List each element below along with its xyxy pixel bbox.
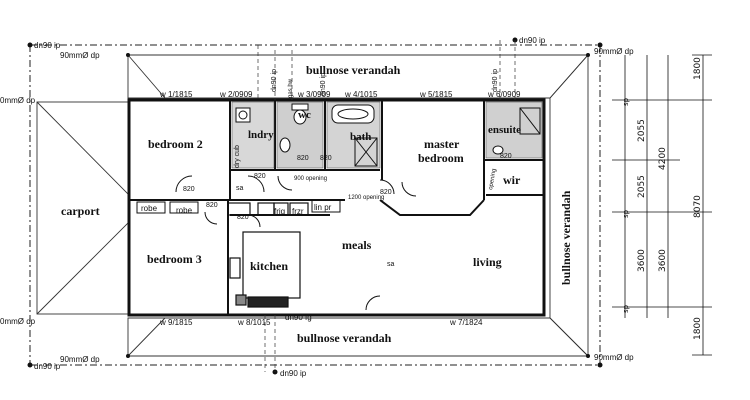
label-dp-tr: 90mmØ dp — [594, 47, 634, 56]
laundry-tub — [235, 107, 251, 123]
window-w6: w 6/0909 — [487, 90, 521, 99]
shower-recess — [354, 107, 541, 167]
label-dn-fg: dn90 fg — [285, 313, 312, 322]
label-dn-v3: dn90 ip — [320, 73, 327, 96]
label-sa-1: sa — [236, 185, 244, 192]
room-kitchen: kitchen — [250, 259, 288, 273]
door-width-6: 820 — [380, 189, 392, 196]
dim-sp-1: sp — [622, 97, 630, 106]
dim-sp-3: sp — [622, 304, 630, 313]
room-master-bedroom: bedroom — [418, 151, 464, 165]
label-lin-pr: lin pr — [314, 203, 332, 212]
label-opening-900: 900 opening — [294, 176, 327, 182]
dim-sp-2: sp — [622, 209, 630, 218]
label-dn-tl: dn90 ip — [34, 41, 61, 50]
dim-3600-a: 3600 — [637, 249, 647, 272]
label-dp-bl: 90mmØ dp — [60, 355, 100, 364]
dim-3600-b: 3600 — [658, 249, 668, 272]
room-bedroom-2: bedroom 2 — [148, 137, 203, 151]
door-width-1: 820 — [183, 186, 195, 193]
dim-4200: 4200 — [658, 147, 668, 170]
label-dn-v1: dn90 ip — [271, 69, 278, 92]
dim-bottom: 1800 — [693, 317, 703, 340]
door-width-5: 820 — [320, 155, 332, 162]
label-dp-ml2: 0mmØ dp — [0, 317, 36, 326]
downpipe-markers — [27, 37, 603, 375]
label-opening-ens: opening — [488, 168, 498, 190]
door-swings — [175, 175, 417, 311]
window-guides — [257, 40, 516, 372]
label-frig: frig — [274, 207, 285, 216]
room-ensuite: ensuite — [488, 124, 521, 136]
label-dn-tr: dn90 ip — [519, 36, 546, 45]
label-sa-2: sa — [387, 261, 395, 268]
robe-cupboards — [136, 199, 341, 214]
window-w7: w 7/1824 — [449, 318, 483, 327]
room-meals: meals — [342, 238, 372, 252]
verandah-bottom: bullnose verandah — [297, 331, 392, 345]
window-w1: w 1/1815 — [159, 90, 193, 99]
label-dn-bot: dn90 ip — [280, 369, 307, 378]
window-w9: w 9/1815 — [159, 318, 193, 327]
window-w5: w 5/1815 — [419, 90, 453, 99]
room-lndry: lndry — [248, 129, 274, 141]
kitchen-benches — [227, 202, 309, 308]
dimension-chain — [612, 54, 712, 356]
room-carport: carport — [61, 204, 100, 218]
door-width-3: 820 — [254, 173, 266, 180]
label-frzr: frzr — [292, 207, 304, 216]
roof-outline — [29, 44, 601, 366]
room-master: master — [424, 137, 460, 151]
label-dn-v2: dn90 ip — [492, 69, 499, 92]
label-dry-cub: dry cub — [234, 145, 241, 168]
basin — [279, 137, 504, 155]
label-dp-tl: 90mmØ dp — [60, 51, 100, 60]
verandah-right: bullnose verandah — [559, 190, 573, 285]
room-wc: wc — [298, 109, 311, 121]
label-robe-1: robe — [141, 204, 158, 213]
window-w3: w 3/0909 — [297, 90, 331, 99]
dim-2055-b: 2055 — [637, 175, 647, 198]
room-bedroom-3: bedroom 3 — [147, 252, 202, 266]
toilet — [291, 103, 309, 125]
dim-top: 1800 — [693, 57, 703, 80]
door-width-4: 820 — [297, 155, 309, 162]
exterior-walls — [127, 98, 546, 317]
door-width-2: 820 — [206, 202, 218, 209]
dim-2055-a: 2055 — [637, 119, 647, 142]
room-living: living — [473, 255, 502, 269]
verandah-top: bullnose verandah — [306, 63, 401, 77]
label-dp-br: 90mmØ dp — [594, 353, 634, 362]
label-dp-ml: 0mmØ dp — [0, 96, 36, 105]
door-width-7: 820 — [500, 153, 512, 160]
label-robe-2: robe — [176, 206, 193, 215]
window-w4: w 4/1015 — [344, 90, 378, 99]
room-bath: bath — [350, 131, 371, 143]
bath-tub — [331, 104, 375, 124]
label-gas-hw: gas hw — [288, 78, 294, 98]
window-w8: w 8/1015 — [237, 318, 271, 327]
door-width-8: 820 — [237, 214, 249, 221]
label-dn-bl: dn90 ip — [34, 362, 61, 371]
room-wir: wir — [503, 173, 521, 187]
window-w2: w 2/0909 — [219, 90, 253, 99]
dim-overall: 8070 — [693, 195, 703, 218]
interior-walls — [129, 100, 544, 315]
label-opening-1200: 1200 opening — [348, 195, 384, 201]
